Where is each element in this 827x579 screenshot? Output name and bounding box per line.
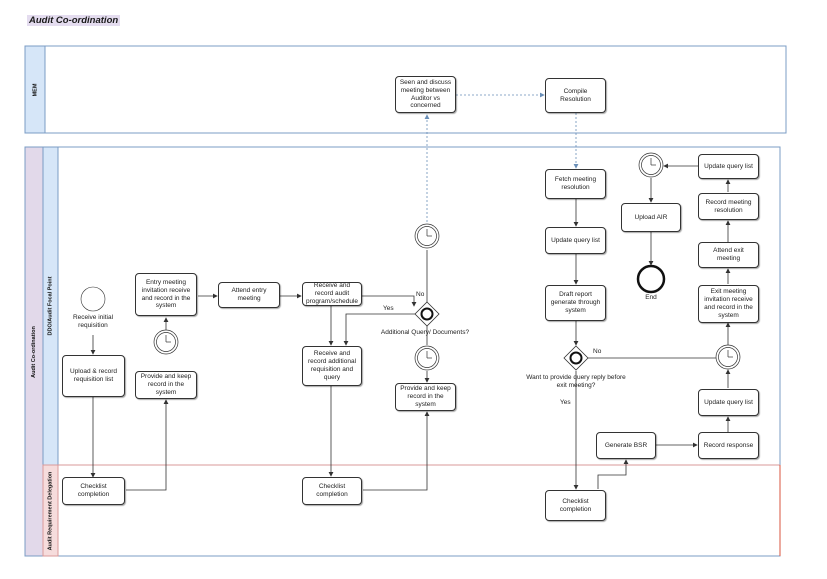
pool-label-audit: Audit Co-ordination bbox=[31, 325, 38, 378]
message-flows bbox=[424, 92, 579, 222]
timer-icon bbox=[715, 344, 741, 370]
flow-label-no: No bbox=[593, 348, 602, 355]
lane-label-focal: DDO/Audit Focal Point bbox=[47, 276, 54, 336]
timer-icon bbox=[414, 223, 440, 249]
task-update-query-1[interactable]: Update query list bbox=[545, 227, 606, 254]
task-upload-record[interactable]: Upload & record requisition list bbox=[62, 355, 125, 397]
gateway-additional-query[interactable] bbox=[414, 301, 440, 327]
task-record-meeting-resolution[interactable]: Record meeting resolution bbox=[698, 193, 759, 220]
page-title: Audit Co-ordination bbox=[27, 15, 121, 26]
task-upload-air[interactable]: Upload AIR bbox=[621, 203, 681, 232]
sequence-flows bbox=[90, 163, 731, 491]
task-receive-additional[interactable]: Receive and record additional requisitio… bbox=[302, 346, 362, 386]
task-checklist-2[interactable]: Checklist completion bbox=[302, 477, 362, 505]
task-update-query-3[interactable]: Update query list bbox=[698, 154, 759, 179]
timer-icon bbox=[153, 329, 179, 355]
task-compile-resolution[interactable]: Compile Resolution bbox=[545, 78, 606, 113]
end-event[interactable] bbox=[636, 264, 666, 294]
flow-label-yes: Yes bbox=[560, 399, 571, 406]
task-record-response[interactable]: Record response bbox=[698, 432, 759, 459]
task-provide-keep-1[interactable]: Provide and keep record in the system bbox=[135, 371, 197, 399]
task-entry-meeting[interactable]: Entry meeting invitation receive and rec… bbox=[135, 273, 197, 316]
task-receive-program[interactable]: Receive and record audit program/schedul… bbox=[302, 282, 362, 306]
flow-label-no: No bbox=[416, 291, 425, 298]
gateway-label-want-provide: Want to provide query reply before exit … bbox=[526, 374, 626, 389]
task-draft-report[interactable]: Draft report generate through system bbox=[545, 285, 606, 321]
task-attend-entry[interactable]: Attend entry meeting bbox=[218, 282, 280, 308]
end-event-label: End bbox=[645, 294, 657, 301]
task-provide-keep-2[interactable]: Provide and keep record in the system bbox=[395, 383, 456, 411]
task-update-query-2[interactable]: Update query list bbox=[698, 389, 759, 416]
task-seen-discuss[interactable]: Seen and discuss meeting between Auditor… bbox=[395, 76, 456, 113]
lane-label-delegation: Audit Requirement Delegation bbox=[47, 471, 54, 550]
task-checklist-1[interactable]: Checklist completion bbox=[62, 477, 125, 505]
start-event[interactable] bbox=[80, 286, 106, 312]
gateway-label-additional-query: Additional Query/ Documents? bbox=[380, 329, 470, 336]
task-exit-meeting[interactable]: Exit meeting invitation receive and reco… bbox=[698, 285, 759, 323]
task-attend-exit[interactable]: Attend exit meeting bbox=[698, 242, 759, 268]
gateway-want-provide[interactable] bbox=[563, 345, 589, 371]
flow-label-yes: Yes bbox=[383, 305, 394, 312]
pool-label-mem: MEM bbox=[32, 83, 38, 96]
task-fetch-resolution[interactable]: Fetch meeting resolution bbox=[545, 169, 606, 199]
start-event-label: Receive initial requisition bbox=[72, 314, 114, 329]
timer-icon bbox=[414, 345, 440, 371]
task-checklist-3[interactable]: Checklist completion bbox=[545, 490, 606, 521]
task-generate-bsr[interactable]: Generate BSR bbox=[596, 432, 656, 459]
timer-icon bbox=[638, 152, 664, 178]
